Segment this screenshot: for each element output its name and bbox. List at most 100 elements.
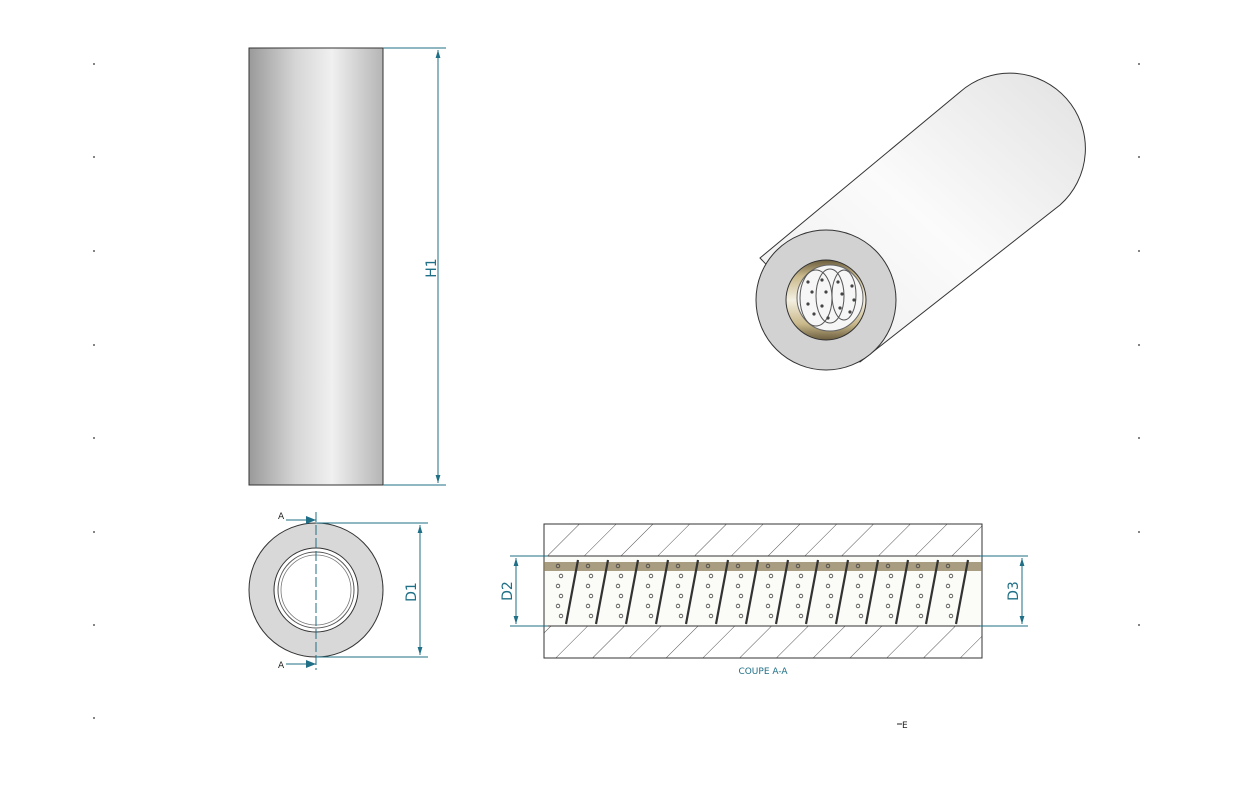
helix-ring xyxy=(774,559,790,625)
perforation-hole xyxy=(735,583,741,589)
perforation-hole xyxy=(678,573,684,579)
perforation-hole xyxy=(738,613,744,619)
height-dimension: H1 xyxy=(383,47,446,486)
section-marker-bottom: A xyxy=(278,661,285,671)
helix-ring xyxy=(834,559,850,625)
perforation-hole xyxy=(858,613,864,619)
perforation-hole xyxy=(648,613,654,619)
perforation-hole xyxy=(585,563,591,569)
perforation-hole xyxy=(675,563,681,569)
frame-ticks-right xyxy=(1138,63,1140,626)
helix-ring xyxy=(804,559,820,625)
perforation-hole xyxy=(795,563,801,569)
perforation-hole xyxy=(825,563,831,569)
frame-ticks-left xyxy=(93,63,95,719)
perforation-hole xyxy=(558,573,564,579)
perforation-hole xyxy=(675,603,681,609)
helix-ring xyxy=(654,559,670,625)
perforation-hole xyxy=(645,603,651,609)
corner-mark: E xyxy=(897,721,908,731)
perforation-hole xyxy=(768,613,774,619)
perforation-hole xyxy=(615,563,621,569)
perforation-hole xyxy=(798,593,804,599)
dimension-label-d1: D1 xyxy=(404,582,420,602)
perforation-hole xyxy=(675,583,681,589)
section-marker-top: A xyxy=(278,512,285,522)
perforation-hole xyxy=(825,583,831,589)
perforation-hole xyxy=(708,613,714,619)
helix-ring xyxy=(624,559,640,625)
perforation-hole xyxy=(888,593,894,599)
perforation-hole xyxy=(555,563,561,569)
perforation-hole xyxy=(858,593,864,599)
perforation-hole xyxy=(948,573,954,579)
helix-ring xyxy=(594,559,610,625)
perforation-hole xyxy=(645,563,651,569)
perforation-hole xyxy=(918,613,924,619)
helix-ring xyxy=(744,559,760,625)
perforation-hole xyxy=(585,603,591,609)
inner-diameter-left-dimension: D2 xyxy=(500,555,548,627)
perforation-hole xyxy=(708,573,714,579)
perforation-hole xyxy=(798,613,804,619)
isometric-view xyxy=(755,72,1086,371)
perforation-hole xyxy=(618,613,624,619)
helix-ring xyxy=(714,559,730,625)
perforation-hole xyxy=(738,593,744,599)
perforation-hole xyxy=(915,583,921,589)
perforation-hole xyxy=(588,593,594,599)
arrow-right-icon xyxy=(306,660,316,668)
perforation-hole xyxy=(588,573,594,579)
perforation-hole xyxy=(738,573,744,579)
perforation-hole xyxy=(765,603,771,609)
section-view: COUPE A-A xyxy=(543,523,983,677)
perforation-hole xyxy=(768,593,774,599)
perforation-hole xyxy=(825,603,831,609)
perforation-hole xyxy=(945,563,951,569)
perforation-hole xyxy=(855,583,861,589)
arrow-right-icon xyxy=(306,516,316,524)
perforation-hole xyxy=(618,573,624,579)
perforation-hole xyxy=(768,573,774,579)
perforation-hole xyxy=(705,583,711,589)
perforation-hole xyxy=(828,573,834,579)
top-view: A A xyxy=(248,512,384,671)
perforation-hole xyxy=(705,563,711,569)
perforation-hole xyxy=(555,583,561,589)
perforation-hole xyxy=(558,613,564,619)
perforation-hole xyxy=(678,593,684,599)
helix-ring xyxy=(684,559,700,625)
perforation-hole xyxy=(615,583,621,589)
perforation-hole xyxy=(888,613,894,619)
perforation-hole xyxy=(708,593,714,599)
helix-ring xyxy=(894,559,910,625)
perforation-hole xyxy=(915,563,921,569)
perforation-hole xyxy=(558,593,564,599)
perforation-hole xyxy=(945,603,951,609)
perforation-hole xyxy=(855,563,861,569)
inner-diameter-right-dimension: D3 xyxy=(980,555,1028,627)
perforation-hole xyxy=(855,603,861,609)
perforation-hole xyxy=(678,613,684,619)
perforation-hole xyxy=(555,603,561,609)
perforation-hole xyxy=(648,573,654,579)
perforation-hole xyxy=(588,613,594,619)
dimension-label-d2: D2 xyxy=(500,581,516,601)
perforation-hole xyxy=(765,563,771,569)
perforation-hole xyxy=(795,583,801,589)
corner-mark-label: E xyxy=(902,721,908,731)
perforation-hole xyxy=(915,603,921,609)
perforation-hole xyxy=(798,573,804,579)
perforation-hole xyxy=(885,583,891,589)
perforation-hole xyxy=(948,613,954,619)
perforation-hole xyxy=(948,593,954,599)
perforation-hole xyxy=(795,603,801,609)
helix-ring xyxy=(564,559,580,625)
perforation-hole xyxy=(618,593,624,599)
perforation-hole xyxy=(645,583,651,589)
helix-ring xyxy=(924,559,940,625)
perforation-hole xyxy=(885,603,891,609)
perforation-hole xyxy=(735,603,741,609)
perforation-hole xyxy=(918,593,924,599)
